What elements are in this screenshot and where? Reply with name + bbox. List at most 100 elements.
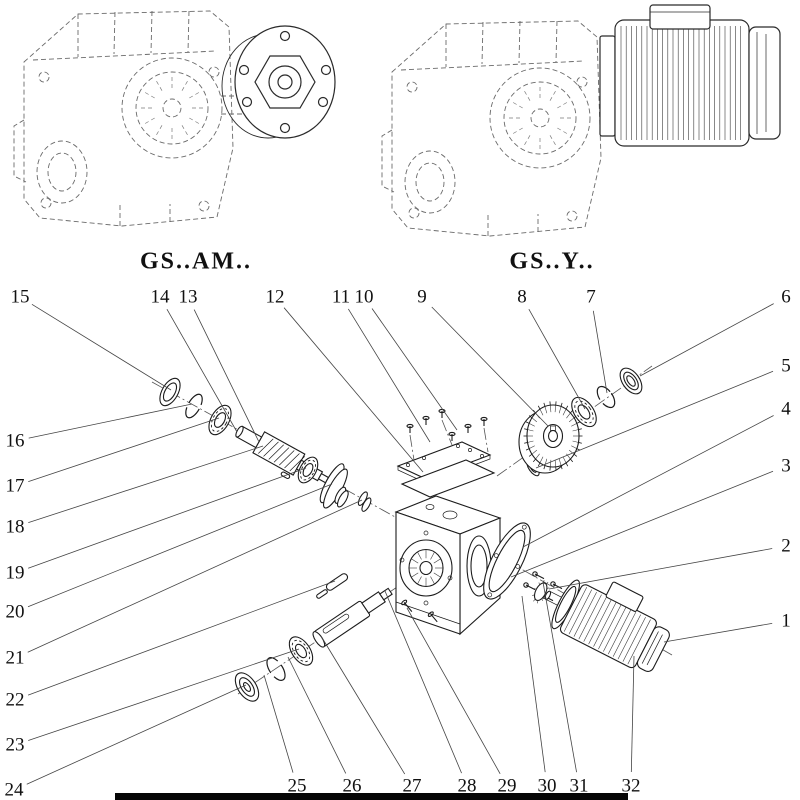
shaft-pin (316, 589, 328, 599)
part-number-22: 22 (6, 690, 25, 711)
leader-line-13 (193, 309, 260, 443)
part-number-30: 30 (538, 776, 557, 797)
part-number-1: 1 (781, 611, 791, 632)
exploded-motor-fins (563, 586, 651, 665)
leader-line-28 (384, 590, 462, 774)
part-number-26: 26 (343, 776, 362, 797)
part-number-20: 20 (6, 602, 25, 623)
leader-line-19 (28, 467, 307, 569)
model-label-gs-am: GS..AM.. (140, 248, 252, 275)
shaft-key (325, 573, 349, 591)
leader-line-3 (510, 470, 774, 578)
leader-line-1 (663, 622, 773, 643)
part-number-23: 23 (6, 735, 25, 756)
leader-line-4 (522, 415, 774, 548)
shim-disc (319, 463, 349, 509)
leader-line-16 (28, 403, 193, 439)
part-number-17: 17 (6, 476, 25, 497)
cover-screws (406, 408, 488, 441)
leader-line-12 (283, 307, 424, 473)
motor-adapter-flange (483, 522, 531, 600)
part-number-27: 27 (403, 776, 422, 797)
leader-line-26 (287, 656, 347, 774)
part-number-12: 12 (266, 287, 285, 308)
leader-line-23 (28, 648, 300, 741)
leader-line-8 (528, 309, 586, 410)
output-shaft (312, 587, 393, 648)
part-number-5: 5 (781, 356, 791, 377)
cover-gasket (400, 459, 496, 498)
part-number-21: 21 (6, 648, 25, 669)
leader-line-7 (592, 310, 608, 394)
part-number-25: 25 (288, 776, 307, 797)
leader-line-2 (548, 548, 773, 590)
input-bearing-rear (297, 456, 319, 484)
part-number-8: 8 (517, 287, 527, 308)
leader-line-32 (630, 655, 635, 773)
motor-drawing (599, 4, 781, 147)
leader-line-30 (521, 595, 546, 773)
part-number-32: 32 (622, 776, 641, 797)
output-bearing (288, 636, 314, 666)
leader-line-6 (639, 303, 774, 377)
spacer-rings (357, 491, 372, 512)
part-number-11: 11 (332, 287, 350, 308)
leader-line-25 (263, 674, 294, 773)
gear-face-hatch (527, 405, 579, 467)
part-number-10: 10 (355, 287, 374, 308)
output-circlip (266, 657, 286, 681)
gearbox-y-phantom-drawing (381, 20, 602, 237)
gearbox-am-phantom-drawing (13, 10, 248, 227)
leader-line-24 (26, 684, 247, 785)
input-flange-drawing (221, 25, 336, 139)
worm-wheel-hatch-am (138, 74, 206, 142)
leader-line-31 (542, 581, 577, 773)
bore-hatch (409, 549, 443, 587)
leader-line-20 (27, 483, 333, 608)
part-number-28: 28 (458, 776, 477, 797)
part-number-31: 31 (570, 776, 589, 797)
part-number-16: 16 (6, 431, 25, 452)
part-number-6: 6 (781, 287, 791, 308)
leader-line-17 (28, 417, 220, 482)
worm-thread-lines (258, 438, 305, 472)
housing-screws (401, 599, 438, 623)
part-number-3: 3 (781, 456, 791, 477)
leader-line-10 (371, 308, 458, 431)
exploded-motor (532, 579, 670, 672)
part-number-7: 7 (586, 287, 596, 308)
input-oil-seal (159, 377, 181, 407)
part-number-29: 29 (498, 776, 517, 797)
leader-line-18 (28, 445, 264, 524)
leader-line-22 (27, 580, 336, 696)
leader-line-21 (27, 499, 363, 653)
part-number-9: 9 (417, 287, 427, 308)
helical-gear (518, 401, 583, 474)
output-seal-washer (234, 672, 260, 702)
gear-oil-seal (619, 367, 643, 395)
leader-line-5 (535, 370, 774, 469)
leader-line-9 (431, 306, 549, 427)
part-number-13: 13 (179, 287, 198, 308)
part-number-2: 2 (781, 536, 791, 557)
part-number-18: 18 (6, 517, 25, 538)
leader-line-15 (31, 304, 172, 391)
part-number-14: 14 (151, 287, 171, 308)
part-number-15: 15 (11, 287, 30, 308)
leader-line-11 (347, 308, 431, 443)
leader-line-27 (320, 635, 406, 775)
leader-line-29 (406, 607, 501, 774)
part-number-19: 19 (6, 563, 25, 584)
input-bearing-front (208, 404, 232, 436)
worm-wheel-hatch-y (506, 84, 574, 152)
part-number-24: 24 (5, 780, 25, 800)
gear-circlip (596, 385, 616, 409)
page-edge-bar (115, 793, 628, 800)
gear-housing (394, 495, 502, 636)
worm-shaft (235, 425, 330, 484)
part-number-4: 4 (781, 399, 791, 420)
motor-fins (620, 26, 741, 140)
gear-bearing (571, 396, 597, 428)
